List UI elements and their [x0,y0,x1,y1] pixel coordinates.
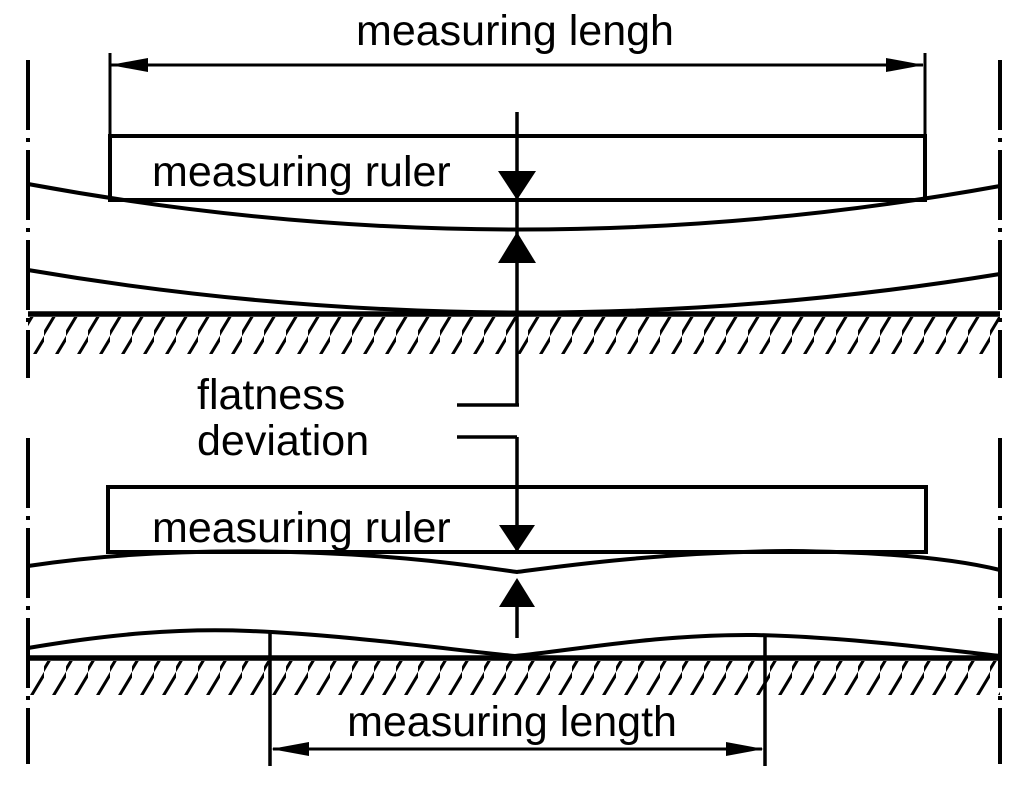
flatness-deviation-label-line2: deviation [197,417,369,465]
workpiece-wavy-top-surface [27,548,1001,575]
workpiece-concave-bottom-surface [27,268,1001,315]
bottom-dimension-label: measuring length [347,698,677,746]
top-dimension-arrow-left [110,58,148,72]
surface-plate-hatch-1 [28,317,1000,354]
bottom-dimension-arrow-left [271,742,309,756]
surface-plate-hatch-2 [28,661,1000,695]
top-dimension-label: measuring lengh [356,7,674,55]
bottom-dimension-arrow-right [726,742,764,756]
top-ruler-label: measuring ruler [152,148,451,196]
middle-annotation: flatness deviation [197,371,517,465]
workpiece-concave-top-surface [27,182,1001,232]
deviation-arrow-down-1 [498,171,536,200]
deviation-arrow-up-1 [498,232,536,263]
workpiece-wavy-bottom-surface [27,628,1001,659]
flatness-deviation-label-line1: flatness [197,371,345,419]
deviation-arrow-down-2 [499,525,535,552]
bottom-diagram: measuring ruler measuring length [26,437,1002,766]
top-dimension-arrow-right [886,58,924,72]
deviation-arrow-up-2 [499,578,535,607]
top-diagram: measuring lengh measuring ruler [26,7,1002,407]
bottom-ruler-label: measuring ruler [152,504,451,552]
